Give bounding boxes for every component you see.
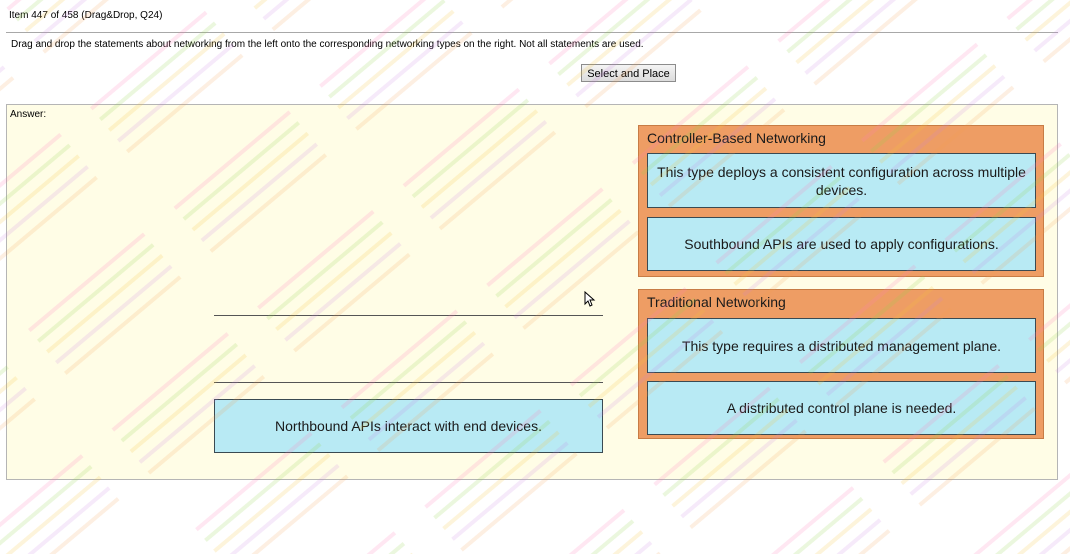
draggable-statement-northbound-apis[interactable]: Northbound APIs interact with end device… [214,399,603,453]
item-counter: Item 447 of 458 (Drag&Drop, Q24) [9,10,163,21]
select-and-place-button[interactable]: Select and Place [581,64,676,82]
question-instructions: Drag and drop the statements about netwo… [11,39,644,50]
category-title: Traditional Networking [647,294,786,310]
placed-statement-southbound-apis[interactable]: Southbound APIs are used to apply config… [647,217,1036,271]
placed-statement-consistent-configuration[interactable]: This type deploys a consistent configura… [647,153,1036,208]
category-title: Controller-Based Networking [647,130,826,146]
header-divider [6,32,1058,33]
placed-statement-distributed-control-plane[interactable]: A distributed control plane is needed. [647,381,1036,435]
empty-slot-line [214,315,603,316]
placed-statement-distributed-management-plane[interactable]: This type requires a distributed managem… [647,318,1036,373]
answer-label: Answer: [10,109,47,120]
empty-slot-line [214,382,603,383]
